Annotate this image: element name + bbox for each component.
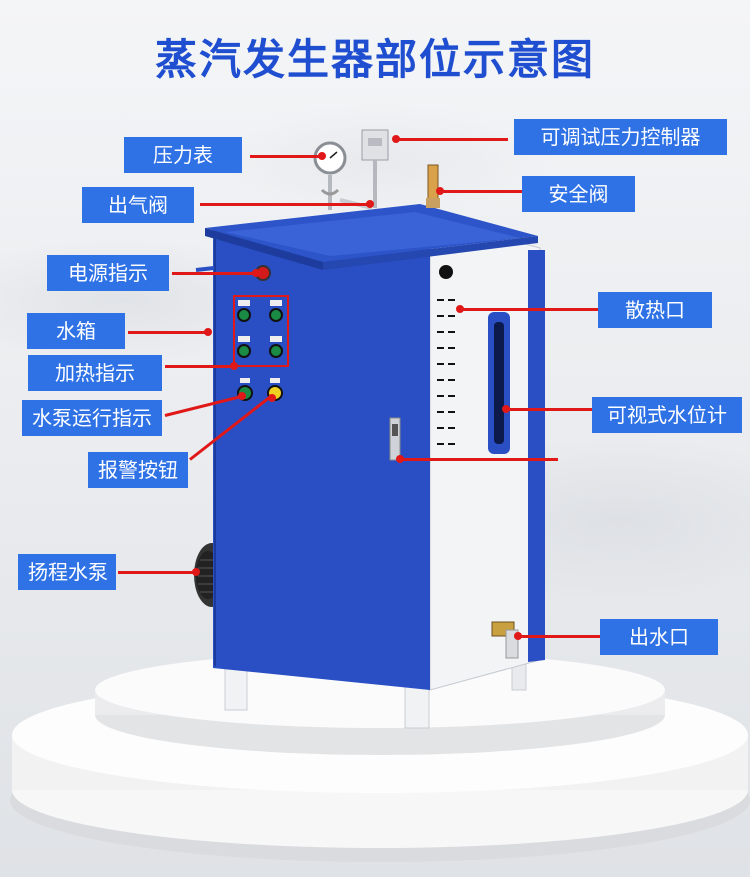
leader-dot xyxy=(268,394,276,402)
cabinet-leg xyxy=(224,667,248,711)
leader-dot xyxy=(392,135,400,143)
door-lock xyxy=(389,417,401,461)
leader-dot xyxy=(502,405,510,413)
label-pump-run-indicator: 水泵运行指示 xyxy=(22,400,162,436)
leader-dot xyxy=(514,632,522,640)
label-heating-indicator: 加热指示 xyxy=(28,355,162,391)
leader-water-tank xyxy=(128,331,208,334)
leader-dot xyxy=(396,455,404,463)
leader-dot xyxy=(230,362,238,370)
page-title: 蒸汽发生器部位示意图 xyxy=(154,35,595,84)
leader-dot xyxy=(238,392,246,400)
leader-lift-pump xyxy=(118,571,196,574)
label-safety-valve: 安全阀 xyxy=(522,176,635,212)
leader-water-outlet xyxy=(518,635,600,638)
leader-dot xyxy=(366,200,374,208)
leader-heating-indicator xyxy=(165,365,233,368)
label-water-outlet: 出水口 xyxy=(600,619,718,655)
label-steam-valve: 出气阀 xyxy=(82,187,194,223)
leader-dot xyxy=(192,568,200,576)
label-lift-pump: 扬程水泵 xyxy=(18,554,116,590)
leader-safety-valve xyxy=(442,190,522,193)
leader-steam-valve xyxy=(200,203,368,206)
label-pressure-gauge: 压力表 xyxy=(124,137,242,173)
leader-power-indicator xyxy=(172,272,256,275)
label-heat-vent: 散热口 xyxy=(598,292,712,328)
heating-indicator-lights xyxy=(237,300,283,358)
leader-dot xyxy=(204,328,212,336)
leader-dot xyxy=(318,152,326,160)
safety-valve-body xyxy=(427,164,439,202)
leader-heat-vent xyxy=(462,308,600,311)
label-power-indicator: 电源指示 xyxy=(47,255,169,291)
label-water-tank: 水箱 xyxy=(27,313,125,349)
leader-water-level-gauge xyxy=(508,408,594,411)
heat-vent-slots xyxy=(437,299,455,445)
label-pressure-controller: 可调试压力控制器 xyxy=(514,119,727,155)
leader-pressure-gauge xyxy=(250,155,322,158)
leader-dot xyxy=(456,305,464,313)
cabinet-front-door xyxy=(213,218,430,690)
leader-dot xyxy=(436,187,444,195)
label-alarm-button: 报警按钮 xyxy=(88,452,188,488)
leader-door-lock xyxy=(400,458,558,461)
cabinet-side-panel xyxy=(429,217,541,691)
label-water-level-gauge: 可视式水位计 xyxy=(592,397,742,433)
leader-dot xyxy=(252,269,260,277)
leader-pressure-controller xyxy=(396,138,508,141)
